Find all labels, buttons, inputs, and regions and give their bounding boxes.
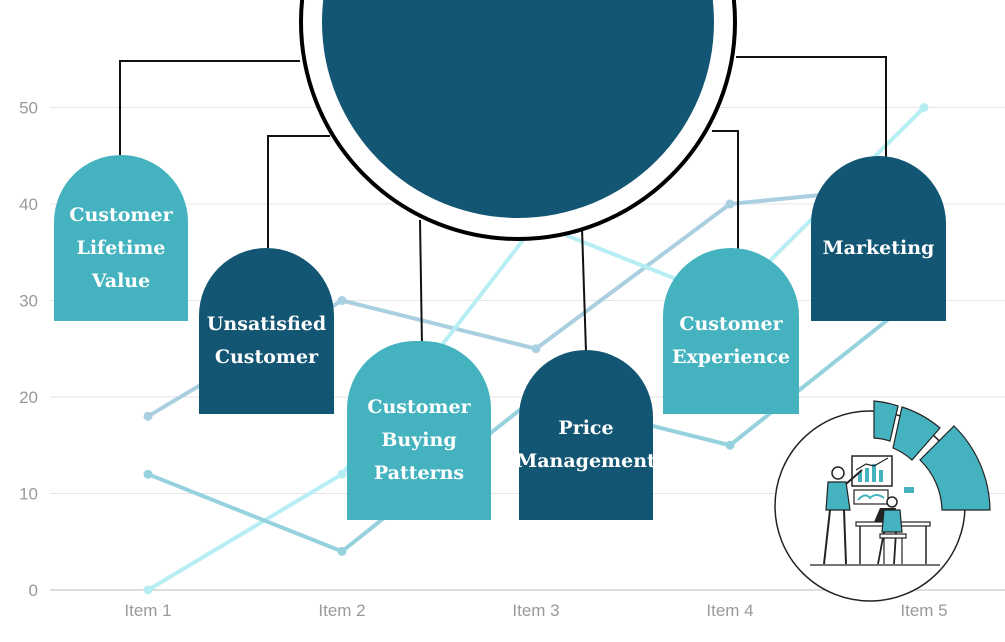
series-point [337,546,347,556]
connector-experience [712,130,739,250]
y-tick-label: 30 [19,292,38,311]
series-point [337,296,347,305]
y-tick-label: 50 [19,99,38,118]
series-point [337,469,347,479]
connector-marketing [736,56,887,157]
connector-unsatisfied [267,135,330,248]
connector-price [581,227,587,353]
series-point [143,585,153,595]
series-point [143,469,153,479]
series-point [919,103,929,112]
x-tick-label: Item 3 [512,601,559,620]
card-marketing: Marketing [811,156,946,321]
x-axis-ticks: Item 1 Item 2 Item 3 Item 4 Item 5 [124,601,947,620]
series-point [725,199,735,209]
x-tick-label: Item 1 [124,601,171,620]
y-tick-label: 20 [19,388,38,407]
y-tick-label: 40 [19,195,38,214]
center-circle [322,0,714,218]
connector-buying-patterns [419,219,423,347]
connector-lifetime-value [119,60,300,155]
x-tick-label: Item 5 [900,601,947,620]
x-tick-label: Item 4 [706,601,753,620]
series-point [725,440,735,450]
y-axis-ticks: 0 10 20 30 40 50 [19,99,38,601]
series-point [531,344,541,354]
people-analyzing-charts-illustration [774,400,991,602]
y-tick-label: 10 [19,485,38,504]
x-tick-label: Item 2 [318,601,365,620]
series-point [143,411,153,421]
y-tick-label: 0 [29,581,38,600]
